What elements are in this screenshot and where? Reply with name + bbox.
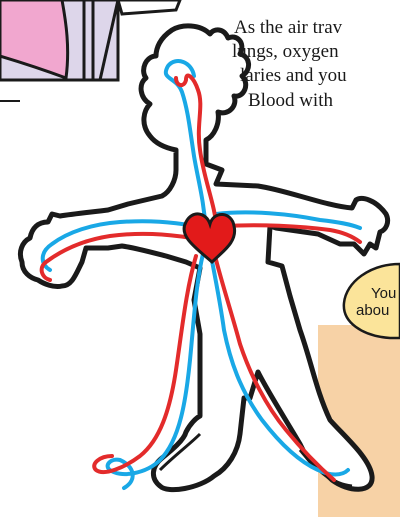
paragraph-line-2: lungs, oxygen	[232, 40, 339, 63]
paragraph-line-3: laries and you	[240, 64, 347, 87]
paragraph-line-4: Blood with	[248, 89, 333, 112]
speech-bubble-line-1: You	[371, 285, 396, 303]
speech-bubble-line-2: abou	[356, 302, 389, 320]
paragraph-line-1: As the air trav	[234, 16, 342, 39]
